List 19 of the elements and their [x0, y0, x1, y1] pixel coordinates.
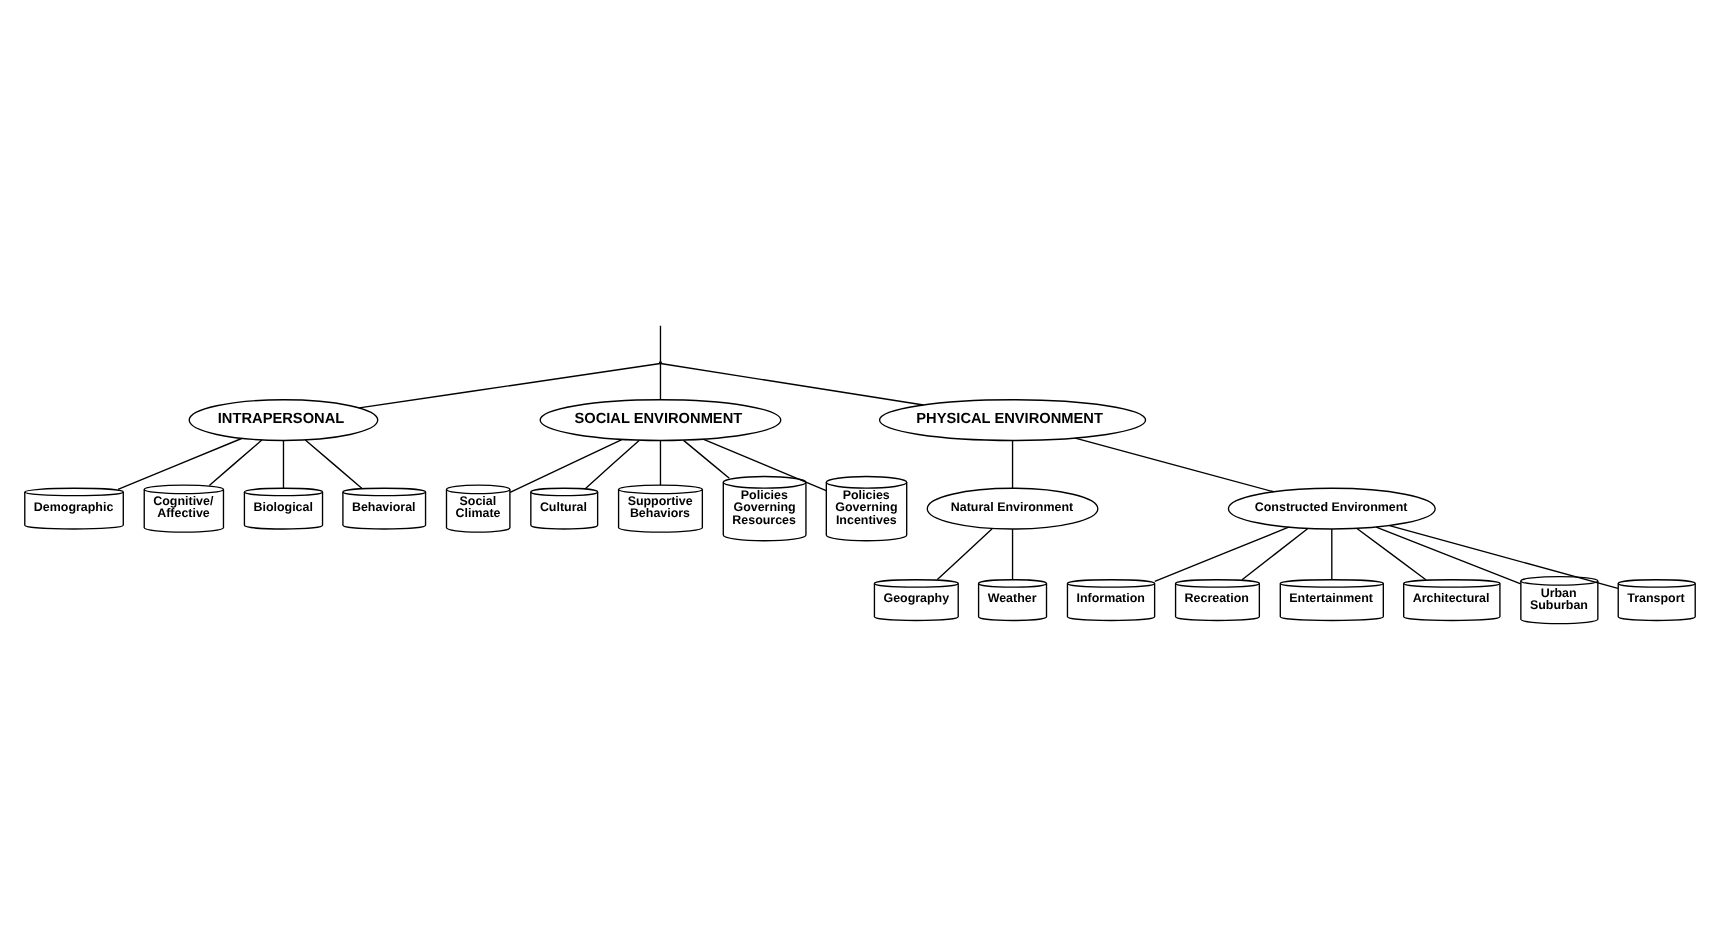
connector: [1153, 526, 1289, 582]
connector: [1355, 527, 1426, 581]
connector: [935, 528, 992, 581]
connector: [1374, 526, 1521, 585]
connector: [1010, 440, 1013, 489]
connector: [281, 440, 284, 489]
connector: [508, 438, 622, 494]
connector: [583, 439, 639, 490]
connector: [1330, 528, 1332, 581]
connector: [681, 439, 729, 479]
connector: [702, 438, 826, 492]
connector: [1387, 524, 1618, 589]
connector: [116, 437, 242, 491]
connector: [1240, 528, 1308, 581]
connector: [207, 439, 262, 487]
connector: [658, 440, 661, 486]
connector: [1073, 437, 1274, 493]
connector: [1010, 528, 1013, 581]
connector: [303, 439, 362, 489]
